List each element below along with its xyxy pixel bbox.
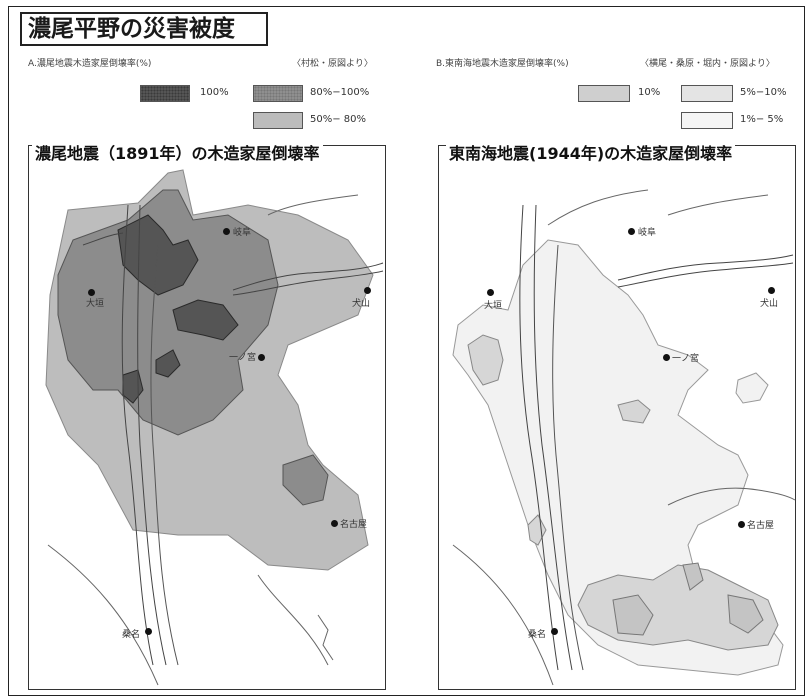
right-city-ichinomiya: 一ノ宮 (672, 354, 700, 364)
right-city-ogaki: 大垣 (484, 301, 503, 311)
left-legend-label-50-80: 50%− 80% (310, 114, 367, 125)
right-city-dot-ichinomiya (663, 354, 670, 361)
left-legend-swatch-80-100 (253, 85, 303, 102)
left-subtitle: A.濃尾地震木造家屋倒壊率(%) (28, 59, 152, 69)
right-legend-swatch-1-5 (681, 112, 733, 129)
left-legend-label-80-100: 80%−100% (310, 87, 370, 98)
right-legend-label-10: 10% (638, 87, 661, 98)
left-map-title: 濃尾地震（1891年）の木造家屋倒壊率 (32, 140, 323, 164)
left-city-dot-ogaki (88, 289, 95, 296)
left-legend-label-100: 100% (200, 87, 229, 98)
right-city-dot-nagoya (738, 521, 745, 528)
left-legend-swatch-100 (140, 85, 190, 102)
figure-frame (8, 6, 805, 696)
right-city-nagoya: 名古屋 (747, 521, 775, 531)
left-legend-swatch-50-80 (253, 112, 303, 129)
right-city-inuyama: 犬山 (760, 299, 779, 309)
left-city-kuwana: 桑名 (122, 630, 141, 640)
left-city-ichinomiya: 一ノ宮 (229, 353, 257, 363)
right-city-dot-gifu (628, 228, 635, 235)
right-city-kuwana: 桑名 (528, 630, 547, 640)
left-city-dot-inuyama (364, 287, 371, 294)
left-map (28, 145, 386, 690)
right-city-dot-kuwana (551, 628, 558, 635)
right-legend-label-5-10: 5%−10% (740, 87, 787, 98)
left-city-gifu: 岐阜 (233, 228, 252, 238)
right-source: 〈横尾・桑原・堀内・原図より〉 (640, 59, 775, 69)
left-source: 〈村松・原図より〉 (292, 59, 373, 69)
right-city-dot-ogaki (487, 289, 494, 296)
left-city-dot-ichinomiya (258, 354, 265, 361)
right-legend-label-1-5: 1%− 5% (740, 114, 784, 125)
figure-title: 濃尾平野の災害被度 (20, 12, 268, 46)
left-city-dot-kuwana (145, 628, 152, 635)
right-map (438, 145, 796, 690)
right-map-title: 東南海地震(1944年)の木造家屋倒壊率 (446, 140, 736, 164)
left-city-nagoya: 名古屋 (340, 520, 368, 530)
right-legend-swatch-10 (578, 85, 630, 102)
left-city-dot-nagoya (331, 520, 338, 527)
right-city-dot-inuyama (768, 287, 775, 294)
left-city-inuyama: 犬山 (352, 299, 371, 309)
left-city-dot-gifu (223, 228, 230, 235)
right-city-gifu: 岐阜 (638, 228, 657, 238)
left-city-ogaki: 大垣 (86, 299, 105, 309)
right-legend-swatch-5-10 (681, 85, 733, 102)
right-subtitle: B.東南海地震木造家屋倒壊率(%) (436, 59, 569, 69)
